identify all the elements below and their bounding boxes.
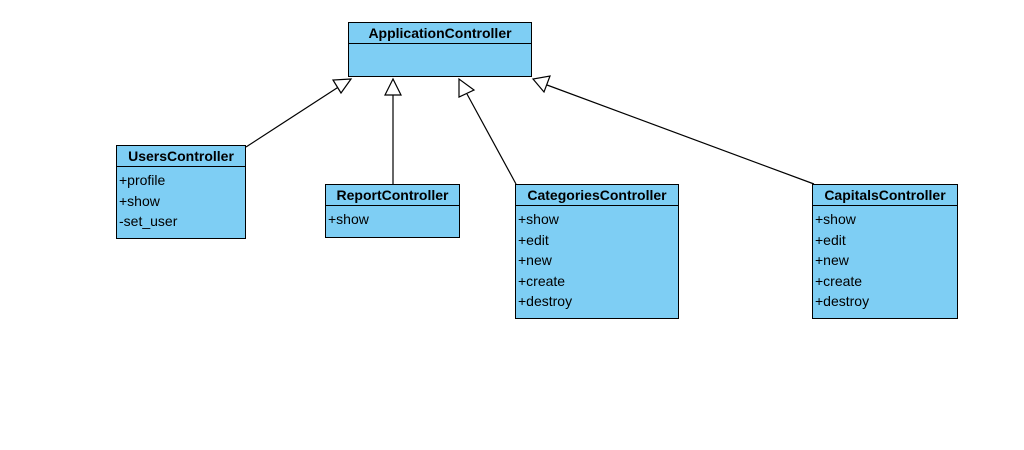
class-member: +new bbox=[815, 252, 849, 269]
class-member: +edit bbox=[518, 231, 549, 248]
class-name: CategoriesController bbox=[516, 185, 678, 206]
class-capitals-controller: CapitalsController +show +edit +new +cre… bbox=[812, 184, 958, 319]
class-categories-controller: CategoriesController +show +edit +new +c… bbox=[515, 184, 679, 319]
class-members bbox=[349, 44, 531, 47]
class-member: +profile bbox=[119, 172, 166, 188]
class-member: -set_user bbox=[119, 213, 178, 230]
class-member: +destroy bbox=[518, 293, 573, 310]
class-member: +show bbox=[119, 192, 160, 209]
generalization-capitals-to-application bbox=[531, 75, 815, 185]
class-members: +show bbox=[326, 206, 459, 230]
edge-line bbox=[245, 85, 341, 148]
hollow-triangle-arrowhead bbox=[331, 78, 353, 95]
generalization-categories-to-application bbox=[458, 77, 517, 185]
class-name: ReportController bbox=[326, 185, 459, 206]
class-name: UsersController bbox=[117, 146, 245, 167]
class-report-controller: ReportController +show bbox=[325, 184, 460, 238]
class-member: +create bbox=[815, 272, 863, 289]
hollow-triangle-arrowhead bbox=[384, 77, 402, 96]
class-member: +edit bbox=[815, 231, 846, 248]
edge-line bbox=[546, 84, 815, 185]
class-member: +create bbox=[518, 272, 566, 289]
class-application-controller: ApplicationController bbox=[348, 22, 532, 77]
class-member: +destroy bbox=[815, 293, 870, 310]
class-users-controller: UsersController +profile +show -set_user bbox=[116, 145, 246, 239]
class-members: +profile +show -set_user bbox=[117, 167, 245, 232]
generalization-report-to-application bbox=[384, 77, 402, 184]
edge-line bbox=[466, 93, 517, 185]
hollow-triangle-arrowhead bbox=[458, 77, 476, 98]
class-name: CapitalsController bbox=[813, 185, 957, 206]
class-name: ApplicationController bbox=[349, 23, 531, 44]
class-members: +show +edit +new +create +destroy bbox=[516, 206, 678, 312]
class-member: +new bbox=[518, 252, 552, 269]
class-members: +show +edit +new +create +destroy bbox=[813, 206, 957, 312]
hollow-triangle-arrowhead bbox=[531, 75, 551, 94]
class-member: +show bbox=[518, 211, 559, 227]
class-member: +show bbox=[328, 211, 369, 227]
generalization-users-to-application bbox=[245, 78, 353, 148]
class-member: +show bbox=[815, 211, 856, 227]
